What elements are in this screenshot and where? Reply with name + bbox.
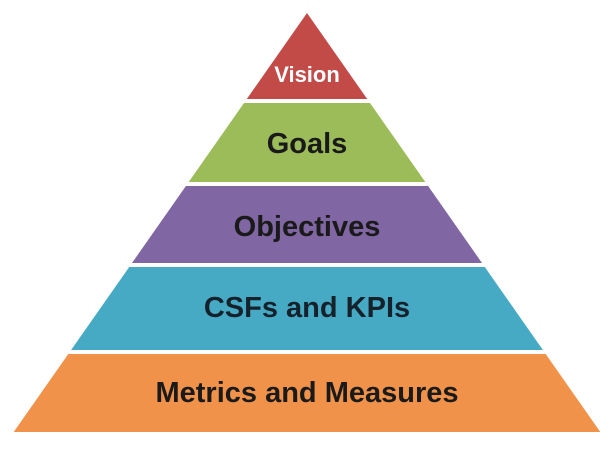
pyramid-level-goals-label: Goals [267, 128, 348, 160]
pyramid-level-metrics-measures-shape [13, 354, 601, 432]
pyramid-level-vision-label: Vision [274, 62, 340, 87]
pyramid-level-metrics-measures-label: Metrics and Measures [155, 377, 458, 409]
pyramid-level-objectives-shape [132, 186, 482, 263]
pyramid-level-goals-shape [188, 103, 426, 182]
pyramid-level-csfs-kpis-label: CSFs and KPIs [204, 292, 410, 324]
pyramid-level-csfs-kpis-shape [71, 267, 543, 350]
pyramid-level-objectives-label: Objectives [234, 211, 381, 243]
pyramid-level-vision-shape [246, 13, 368, 99]
